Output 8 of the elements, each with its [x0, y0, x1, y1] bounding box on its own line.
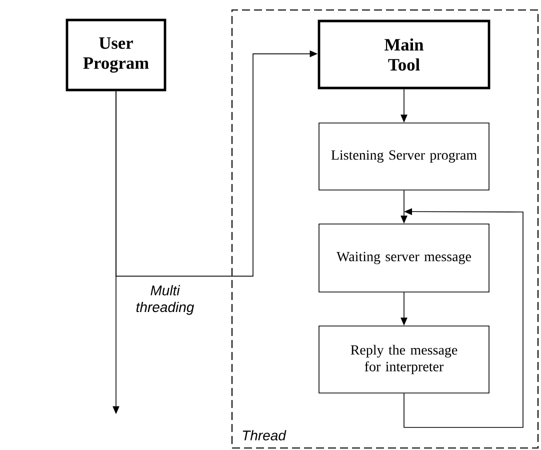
- title-box: User Program: [66, 18, 166, 92]
- arrow: [404, 208, 524, 428]
- process-box: Listening Server program: [318, 122, 490, 190]
- frame-label: Thread: [242, 430, 286, 440]
- process-box: Waiting server message: [318, 224, 490, 292]
- edge-label: Multi threading: [124, 284, 206, 316]
- title-box: Main Tool: [318, 20, 490, 90]
- process-box: Reply the message for interpreter: [318, 326, 490, 394]
